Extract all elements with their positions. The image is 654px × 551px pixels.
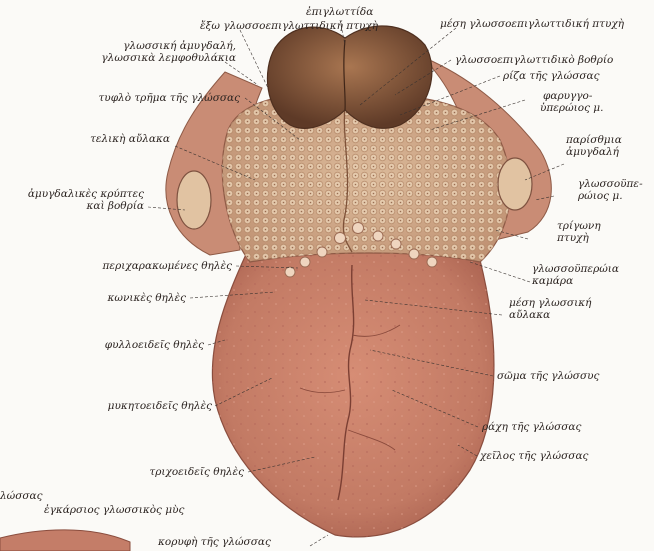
tongue-tip-label: κορυφὴ τῆς γλώσσας (158, 536, 271, 548)
foliate-papillae-label: φυλλοειδεῖς θηλὲς (40, 339, 204, 351)
epiglottis-label: ἐπιγλωττίδα (306, 6, 373, 18)
vallecula-label: γλωσσοεπιγλωττιδικὸ βοθρίο (455, 54, 613, 66)
palatine-tonsil-label-1: παρίσθμια (566, 134, 622, 146)
tongue-root-label: ρίζα τῆς γλώσσας (503, 70, 600, 82)
tonsillar-crypts-label-1: ἀμυγδαλικὲς κρύπτες (2, 188, 144, 200)
palatopharyngeus-label-2: ὑπερώιος μ. (540, 102, 603, 114)
right-palatine-tonsil (498, 158, 532, 210)
median-glossoepiglottic-fold-label: μέση γλωσσοεπιγλωττιδική πτυχὴ (440, 18, 624, 30)
partial-corner-label: λώσσας (0, 490, 43, 502)
filiform-papillae-label: τριχοειδεῖς θηλὲς (100, 466, 244, 478)
foramen-cecum-label: τυφλὸ τρῆμα τῆς γλώσσας (50, 92, 240, 104)
tongue-body-label: σῶμα τῆς γλώσσυς (497, 370, 599, 382)
epiglottis-shape (267, 26, 431, 128)
palatoglossal-arch-label-1: γλωσσοϋπερώια (532, 263, 619, 275)
fungiform-papillae-label: μυκητοειδεῖς θηλὲς (60, 400, 212, 412)
lingual-tonsil-label-2: γλωσσικὰ λεμφοθυλάκια (70, 52, 236, 64)
lower-section-shape (0, 530, 130, 551)
triangular-fold-label-2: πτυχὴ (557, 232, 589, 244)
triangular-fold-label-1: τρίγωνη (557, 220, 601, 232)
palatine-tonsil-label-2: ἀμυγδαλή (566, 146, 619, 158)
tongue-lip-label: χεῖλος τῆς γλώσσας (480, 450, 588, 462)
lingual-tonsil-label-1: γλωσσική ἀμυγδαλή, (100, 40, 236, 52)
outer-glossoepiglottic-fold-label: ἔξω γλωσσοεπιγλωττιδική πτυχὴ (200, 20, 378, 32)
transverse-muscle-label: ἐγκάρσιος γλωσσικὸς μὺς (44, 504, 184, 516)
terminal-sulcus-label: τελικὴ αὔλακα (80, 133, 170, 145)
median-sulcus-label-2: αὔλακα (509, 309, 550, 321)
tongue-dorsum-label: ράχη τῆς γλώσσας (482, 421, 581, 433)
palatopharyngeus-label-1: φαρυγγο- (543, 90, 592, 102)
palatoglossus-label-1: γλωσσοϋπε- (578, 178, 643, 190)
conical-papillae-label: κωνικὲς θηλὲς (60, 292, 186, 304)
palatoglossal-arch-label-2: καμάρα (532, 275, 573, 287)
left-palatine-tonsil (177, 171, 211, 229)
median-sulcus-label-1: μέση γλωσσική (509, 297, 591, 309)
tonsillar-crypts-label-2: καὶ βοθρία (20, 200, 144, 212)
palatoglossus-label-2: ρώιος μ. (578, 190, 623, 202)
vallate-papillae-label: περιχαρακωμένες θηλὲς (0, 260, 232, 272)
